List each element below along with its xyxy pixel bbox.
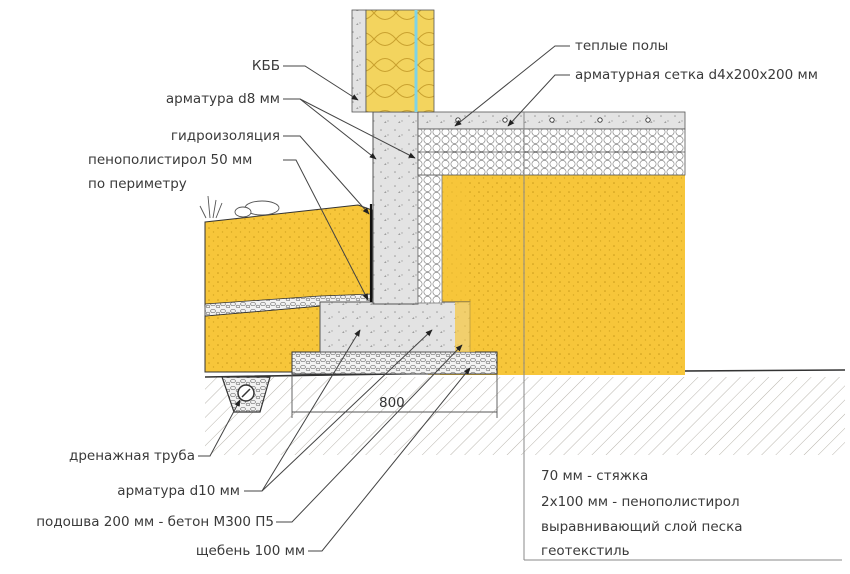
label-footing: подошва 200 мм - бетон М300 П5 bbox=[36, 514, 274, 530]
label-kbb: КББ bbox=[251, 58, 280, 74]
drain-pipe bbox=[221, 376, 271, 413]
floor-layer-2: 2x100 мм - пенополистирол bbox=[541, 494, 740, 510]
label-drain-pipe: дренажная труба bbox=[68, 448, 195, 464]
gravel-bed bbox=[291, 351, 498, 375]
label-eps-50-line1: пенополистирол 50 мм bbox=[88, 152, 253, 168]
dimension-line bbox=[291, 374, 498, 418]
leader-lines bbox=[198, 45, 570, 552]
ground-soil bbox=[204, 369, 846, 455]
label-rebar-d10: арматура d10 мм bbox=[117, 483, 240, 499]
perimeter-eps bbox=[417, 174, 443, 304]
label-eps-50-line2: по периметру bbox=[88, 176, 187, 192]
floor-layer-1: 70 мм - стяжка bbox=[541, 468, 649, 484]
kbb-wall bbox=[351, 9, 435, 113]
footing-sole bbox=[319, 301, 475, 353]
label-rebar-d8: арматура d8 мм bbox=[165, 91, 280, 107]
surface-plants bbox=[199, 195, 280, 219]
floor-layers bbox=[417, 111, 686, 176]
exterior-backfill bbox=[204, 204, 373, 373]
floor-layer-3: выравнивающий слой песка bbox=[541, 519, 743, 535]
label-warm-floor: теплые полы bbox=[575, 38, 669, 54]
dimension-footing-width: 800 bbox=[379, 395, 405, 411]
label-gravel: щебень 100 мм bbox=[195, 543, 305, 559]
label-waterproofing: гидроизоляция bbox=[170, 128, 280, 144]
label-rebar-mesh: арматурная сетка d4x200x200 мм bbox=[575, 67, 818, 83]
foundation-wall bbox=[369, 111, 419, 305]
floor-layer-4: геотекстиль bbox=[541, 543, 630, 559]
sand-fill-under-floor bbox=[428, 175, 685, 375]
